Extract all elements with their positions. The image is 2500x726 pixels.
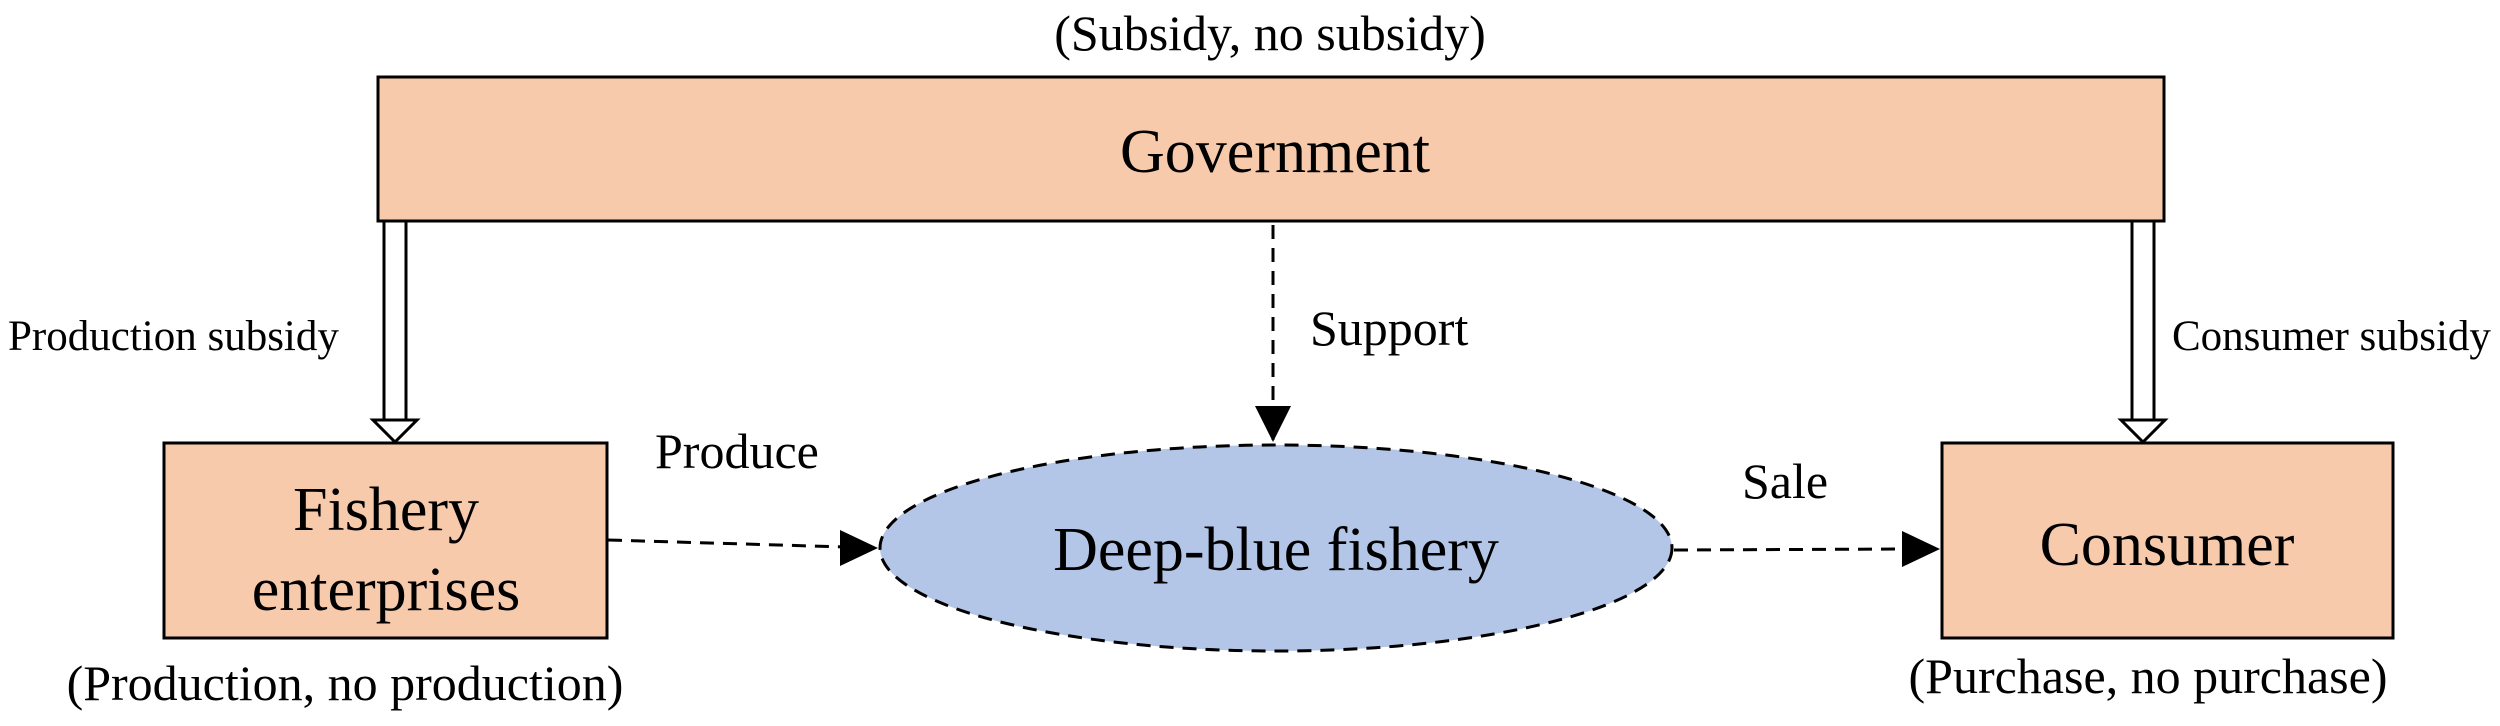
fishery-enterprises-strategy: (Production, no production): [67, 655, 624, 711]
consumer-label: Consumer: [2040, 511, 2295, 579]
deep-blue-fishery-ellipse: [878, 443, 1674, 653]
deep-blue-fishery-label: Deep-blue fishery: [1053, 516, 1499, 584]
government-label: Government: [1120, 118, 1430, 186]
consumer-subsidy-label: Consumer subsidy: [2172, 313, 2491, 360]
production-subsidy-label: Production subsidy: [8, 313, 339, 360]
sale-arrow: [1673, 547, 1906, 552]
sale-arrowhead: [1902, 531, 1940, 567]
consumer-subsidy-arrow: [2117, 221, 2169, 445]
support-arrowhead: [1255, 406, 1291, 442]
government-strategy: (Subsidy, no subsidy): [1054, 5, 1486, 61]
sale-label: Sale: [1742, 453, 1828, 509]
consumer-box: [1940, 441, 2395, 640]
fishery-enterprises-label-line1: Fishery: [293, 476, 479, 544]
produce-arrowhead: [840, 530, 878, 566]
government-box: [376, 75, 2166, 223]
production-subsidy-arrow: [369, 221, 421, 445]
consumer-strategy: (Purchase, no purchase): [1909, 648, 2388, 704]
fishery-enterprises-box: [162, 441, 609, 640]
fishery-enterprises-label-line2: enterprises: [252, 556, 521, 624]
support-label: Support: [1310, 300, 1468, 356]
produce-arrow: [607, 538, 847, 549]
produce-label: Produce: [655, 423, 819, 479]
